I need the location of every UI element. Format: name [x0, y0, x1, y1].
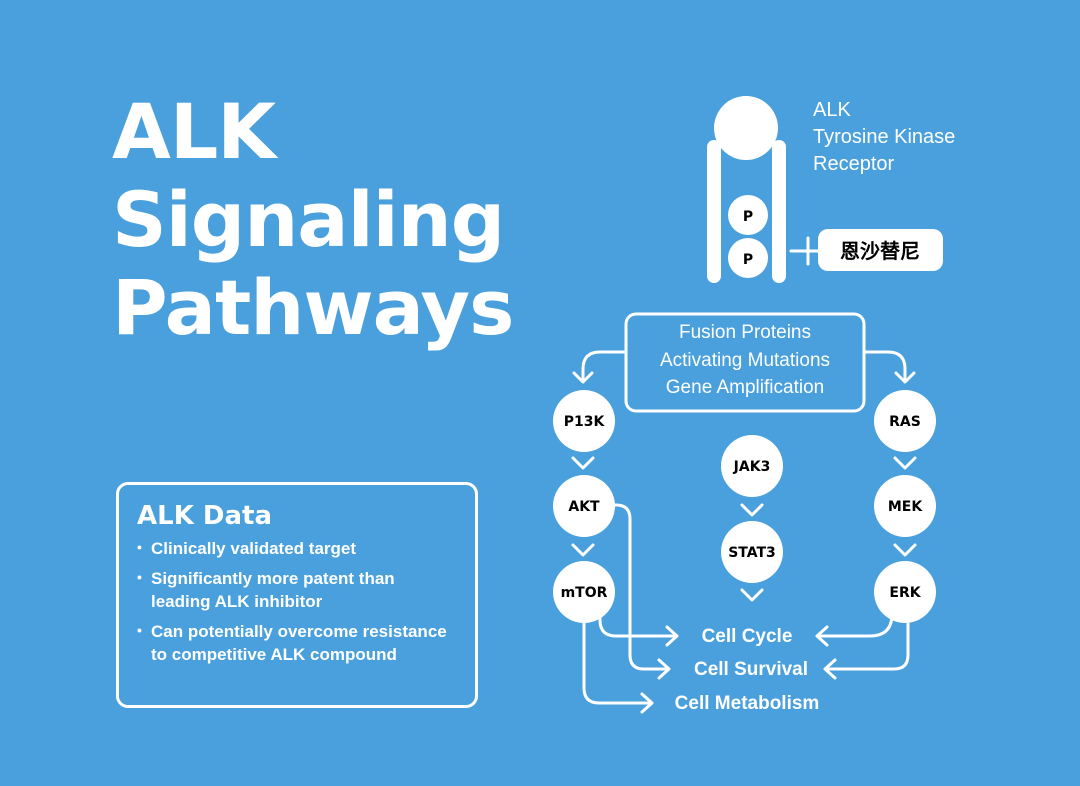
receptor-right-arm — [772, 140, 786, 283]
chevron-icon — [571, 456, 595, 470]
node-akt: AKT — [553, 475, 615, 537]
alk-data-box: ALK Data Clinically validated target Sig… — [116, 482, 478, 708]
activation-line-3: Gene Amplification — [666, 377, 824, 398]
outcome-cell-cycle: Cell Cycle — [702, 626, 793, 647]
arrow-akt-to-cell-survival — [610, 503, 670, 671]
title-line-3: Pathways — [112, 263, 514, 352]
inhibitor-label: 恩沙替尼 — [840, 239, 920, 263]
outcome-cell-metabolism: Cell Metabolism — [675, 693, 820, 714]
chevron-icon — [893, 456, 917, 470]
node-mtor: mTOR — [553, 561, 615, 623]
page-title: ALK Signaling Pathways — [112, 87, 514, 352]
node-akt-label: AKT — [568, 499, 600, 515]
chevron-icon — [815, 625, 829, 647]
node-mtor-label: mTOR — [561, 585, 608, 601]
phosphate-top-label: P — [743, 209, 753, 225]
node-ras: RAS — [874, 390, 936, 452]
inhibitor-badge — [818, 229, 943, 271]
receptor-label-line-2: Tyrosine Kinase — [813, 126, 955, 148]
inhibitor-block: 恩沙替尼 — [789, 229, 943, 271]
node-stat3-label: STAT3 — [728, 545, 776, 561]
alk-data-heading: ALK Data — [137, 501, 272, 531]
chevron-icon — [572, 371, 594, 384]
arrow-erk-to-cell-cycle — [816, 612, 894, 638]
chevron-icon — [740, 503, 764, 517]
chevron-icon — [640, 692, 654, 714]
outcome-cell-survival: Cell Survival — [694, 659, 808, 680]
node-ras-label: RAS — [889, 414, 921, 430]
alk-data-bullet: Significantly more patent than leading A… — [137, 566, 457, 613]
title-line-2: Signaling — [112, 175, 505, 264]
node-mek-label: MEK — [888, 499, 923, 515]
arrow-box-to-p13k — [581, 350, 628, 383]
receptor-left-arm — [707, 140, 721, 283]
alk-data-bullet: Can potentially overcome resistance to c… — [137, 619, 457, 666]
arrow-erk-to-cell-survival — [824, 614, 910, 671]
chevron-icon — [893, 543, 917, 557]
receptor-label-line-3: Receptor — [813, 153, 894, 175]
node-erk: ERK — [874, 561, 936, 623]
receptor-label-line-1: ALK — [813, 99, 851, 121]
chevron-icon — [657, 658, 671, 680]
arrow-mtor-to-cell-metabolism — [582, 610, 652, 705]
chevron-icon — [740, 588, 764, 602]
activation-box — [624, 312, 866, 413]
alk-data-list: Clinically validated target Significantl… — [137, 536, 457, 666]
activation-line-1: Fusion Proteins — [679, 322, 811, 343]
node-jak3-label: JAK3 — [733, 459, 771, 475]
chevron-icon — [571, 543, 595, 557]
phosphate-bottom-label: P — [743, 252, 753, 268]
title-line-1: ALK — [112, 87, 276, 176]
phosphate-top — [728, 195, 768, 235]
chevron-icon — [823, 658, 837, 680]
node-p13k: P13K — [553, 390, 615, 452]
node-stat3: STAT3 — [721, 521, 783, 583]
alk-data-bullet: Clinically validated target — [137, 536, 457, 560]
receptor-head — [714, 96, 778, 160]
node-erk-label: ERK — [889, 585, 921, 601]
arrow-mtor-to-cell-cycle — [598, 608, 678, 638]
node-p13k-label: P13K — [564, 414, 606, 430]
chevron-icon — [894, 371, 916, 384]
phosphate-bottom — [728, 238, 768, 278]
arrow-box-to-ras — [862, 350, 907, 383]
node-jak3: JAK3 — [721, 435, 783, 497]
chevron-icon — [665, 625, 679, 647]
node-mek: MEK — [874, 475, 936, 537]
alk-receptor: P P — [707, 96, 786, 283]
activation-line-2: Activating Mutations — [660, 350, 830, 371]
